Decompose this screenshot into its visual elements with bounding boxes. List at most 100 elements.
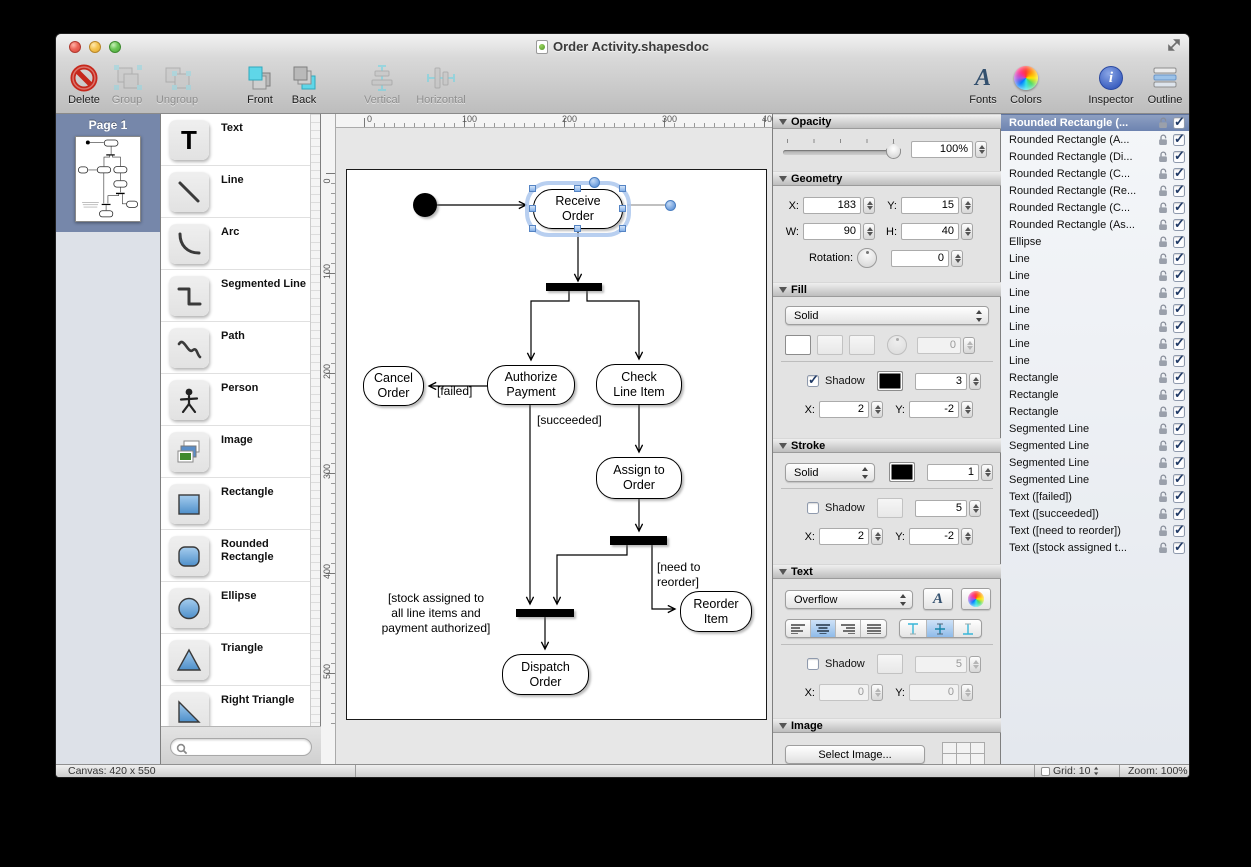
shape-item-right-triangle[interactable]: Right Triangle [161,686,310,726]
geometry-w-field[interactable]: 90 [803,223,861,240]
shape-item-text[interactable]: T Text [161,114,310,166]
node-check-line-item[interactable]: Check Line Item [596,364,682,405]
valign-middle-button[interactable] [927,620,954,637]
fill-header[interactable]: Fill [773,282,1001,297]
lock-icon[interactable] [1158,338,1168,350]
connector-handle[interactable] [665,200,676,211]
lock-icon[interactable] [1158,542,1168,554]
layer-row[interactable]: Rounded Rectangle (Di... [1001,148,1190,165]
valign-bottom-button[interactable] [954,620,981,637]
node-cancel-order[interactable]: Cancel Order [363,366,424,406]
shape-item-person[interactable]: Person [161,374,310,426]
lock-icon[interactable] [1158,185,1168,197]
node-assign-to-order[interactable]: Assign to Order [596,457,682,499]
titlebar[interactable]: Order Activity.shapesdoc [56,34,1189,60]
stroke-shadow-blur-stepper[interactable] [969,500,981,517]
text-font-button[interactable]: A [923,588,953,610]
layer-row[interactable]: Ellipse [1001,233,1190,250]
layer-row[interactable]: Line [1001,301,1190,318]
selection-handle[interactable] [574,185,581,192]
shape-item-path[interactable]: Path [161,322,310,374]
layer-visibility-checkbox[interactable] [1173,457,1185,469]
layer-visibility-checkbox[interactable] [1173,321,1185,333]
lock-icon[interactable] [1158,134,1168,146]
shape-item-segmented-line[interactable]: Segmented Line [161,270,310,322]
layer-row[interactable]: Segmented Line [1001,471,1190,488]
layer-visibility-checkbox[interactable] [1173,355,1185,367]
search-field[interactable] [170,738,312,756]
layer-row[interactable]: Rounded Rectangle (C... [1001,165,1190,182]
fill-shadow-color-well[interactable] [877,371,903,391]
stroke-shadow-checkbox[interactable] [807,502,819,514]
fill-shadow-x-stepper[interactable] [871,401,883,418]
shape-item-triangle[interactable]: Triangle [161,634,310,686]
layer-row[interactable]: Rounded Rectangle (C... [1001,199,1190,216]
layer-visibility-checkbox[interactable] [1173,338,1185,350]
node-receive-order[interactable]: Receive Order [533,189,623,229]
lock-icon[interactable] [1158,253,1168,265]
lock-icon[interactable] [1158,525,1168,537]
geometry-y-stepper[interactable] [961,197,973,214]
node-dispatch-order[interactable]: Dispatch Order [502,654,589,695]
align-justify-button[interactable] [861,620,886,637]
colors-button[interactable]: Colors [989,62,1063,106]
geometry-h-field[interactable]: 40 [901,223,959,240]
layer-visibility-checkbox[interactable] [1173,202,1185,214]
grid-size-value[interactable]: 10 [1079,765,1091,777]
stroke-shadow-x-stepper[interactable] [871,528,883,545]
stroke-shadow-x-field[interactable]: 2 [819,528,869,545]
align-center-button[interactable] [811,620,836,637]
lock-icon[interactable] [1158,491,1168,503]
selection-handle[interactable] [619,225,626,232]
lock-icon[interactable] [1158,321,1168,333]
shape-item-ellipse[interactable]: Ellipse [161,582,310,634]
layer-row[interactable]: Line [1001,335,1190,352]
stroke-width-field[interactable]: 1 [927,464,979,481]
lock-icon[interactable] [1158,287,1168,299]
layer-visibility-checkbox[interactable] [1173,287,1185,299]
shape-item-image[interactable]: Image [161,426,310,478]
shape-item-rectangle[interactable]: Rectangle [161,478,310,530]
layer-visibility-checkbox[interactable] [1173,389,1185,401]
layer-visibility-checkbox[interactable] [1173,372,1185,384]
layer-row[interactable]: Rounded Rectangle (Re... [1001,182,1190,199]
geometry-x-field[interactable]: 183 [803,197,861,214]
layer-visibility-checkbox[interactable] [1173,270,1185,282]
join-bar[interactable] [516,609,574,617]
fill-type-dropdown[interactable]: Solid [785,306,989,325]
text-shadow-checkbox[interactable] [807,658,819,670]
opacity-field[interactable]: 100% [911,141,973,158]
lock-icon[interactable] [1158,219,1168,231]
layer-visibility-checkbox[interactable] [1173,406,1185,418]
layer-row[interactable]: Text ([failed]) [1001,488,1190,505]
image-header[interactable]: Image [773,718,1001,733]
page-item-1[interactable]: Page 1 [56,114,160,232]
fill-shadow-x-field[interactable]: 2 [819,401,869,418]
layer-row[interactable]: Text ([succeeded]) [1001,505,1190,522]
opacity-stepper[interactable] [975,141,987,158]
zoom-value[interactable]: 100% [1161,765,1188,777]
stroke-header[interactable]: Stroke [773,438,1001,453]
stroke-shadow-y-field[interactable]: -2 [909,528,959,545]
shape-item-line[interactable]: Line [161,166,310,218]
search-input[interactable] [193,740,305,754]
fork-bar-1[interactable] [546,283,602,291]
fill-shadow-y-stepper[interactable] [961,401,973,418]
layer-row[interactable]: Rounded Rectangle (A... [1001,131,1190,148]
fill-shadow-blur-stepper[interactable] [969,373,981,390]
fullscreen-icon[interactable] [1167,38,1181,57]
lock-icon[interactable] [1158,117,1168,129]
rotation-knob[interactable] [857,248,877,268]
align-left-button[interactable] [786,620,811,637]
layer-row[interactable]: Line [1001,267,1190,284]
shape-item-rounded-rectangle[interactable]: Rounded Rectangle [161,530,310,582]
lock-icon[interactable] [1158,202,1168,214]
layer-row[interactable]: Line [1001,352,1190,369]
layer-visibility-checkbox[interactable] [1173,185,1185,197]
node-authorize-payment[interactable]: Authorize Payment [487,365,575,405]
outline-button[interactable]: Outline [1128,62,1190,106]
selection-handle[interactable] [619,205,626,212]
lock-icon[interactable] [1158,236,1168,248]
updown-arrows-icon[interactable] [1095,767,1100,775]
layer-row[interactable]: Rounded Rectangle (... [1001,114,1190,131]
